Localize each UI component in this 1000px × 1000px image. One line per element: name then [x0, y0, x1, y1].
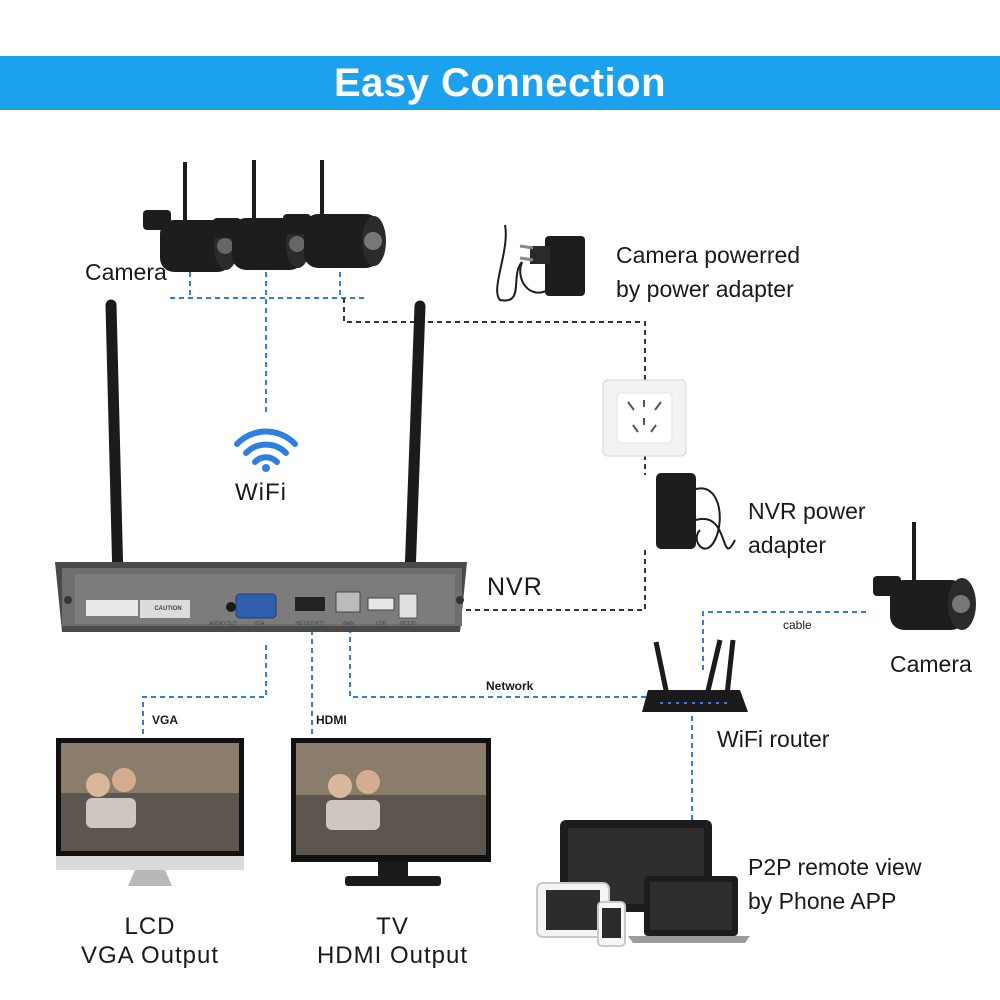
nvr-label: NVR — [487, 573, 543, 601]
monitor-icon — [291, 738, 491, 886]
caution-label: CAUTION — [154, 606, 182, 612]
p2p-label-line1: P2P remote view — [748, 854, 922, 880]
router-icon — [642, 639, 748, 712]
tablet-icon — [536, 882, 610, 938]
nvr-device — [55, 299, 467, 632]
hdmi-label: HDMI — [316, 713, 347, 727]
cable-label: cable — [783, 618, 812, 632]
port-label: USB — [375, 621, 387, 627]
port-label: AUDIO OUT — [209, 621, 237, 627]
power-links — [343, 298, 646, 611]
port-label: WAN — [342, 621, 354, 627]
camera-icon — [143, 160, 386, 272]
vga-label: VGA — [152, 713, 179, 727]
tv-label-line2: HDMI Output — [316, 942, 469, 969]
power-adapter-icon — [656, 473, 736, 550]
camera-icon — [873, 522, 976, 630]
wifi-icon — [234, 428, 298, 472]
lcd-label-line2: VGA Output — [80, 942, 220, 969]
lcd-label-line1: LCD — [124, 913, 176, 940]
camera-power-label-line2: by power adapter — [616, 276, 794, 302]
wifi-label: WiFi — [235, 479, 287, 506]
devices-group — [536, 820, 750, 947]
wifi-links — [142, 272, 870, 820]
camera-power-label-line1: Camera powerred — [616, 242, 801, 268]
port-label: HD OUTPUT — [295, 621, 325, 627]
power-adapter-icon — [496, 224, 585, 302]
nvr-power-label-line2: adapter — [748, 532, 827, 558]
wifi-router-label: WiFi router — [717, 726, 830, 752]
p2p-label-line2: by Phone APP — [748, 888, 897, 914]
laptop-icon — [628, 876, 750, 943]
port-label: DC12V — [399, 621, 417, 627]
monitor-icon — [56, 738, 244, 886]
nvr-power-label-line1: NVR power — [748, 498, 866, 524]
tv-label-line1: TV — [376, 913, 409, 940]
network-label: Network — [486, 679, 534, 693]
port-label: VGA — [253, 621, 265, 627]
camera-label: Camera — [85, 259, 167, 285]
phone-icon — [597, 901, 626, 947]
page-title: Easy Connection — [333, 61, 666, 105]
title-banner — [0, 56, 1000, 110]
wall-socket-icon — [602, 379, 687, 457]
camera-right-label: Camera — [890, 651, 972, 677]
